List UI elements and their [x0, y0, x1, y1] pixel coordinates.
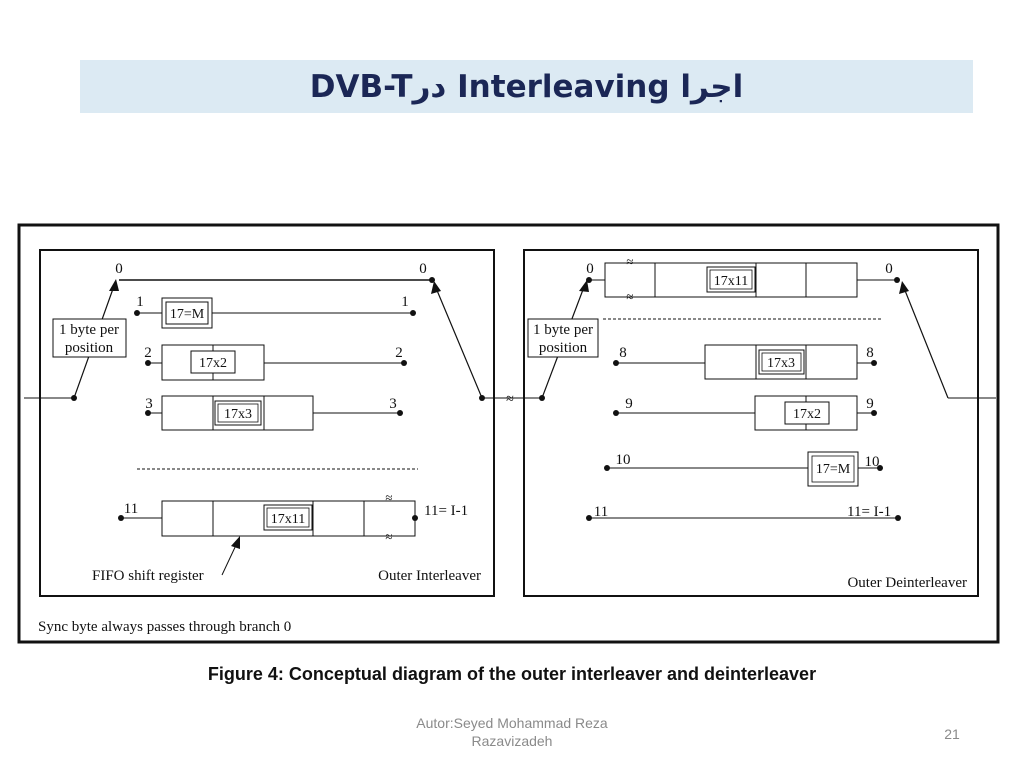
branch-label-left-9: 9: [625, 396, 633, 412]
branch-label-right-11: 11= I-1: [847, 504, 891, 520]
fifo-block: [807, 451, 859, 487]
branch-label-left-11: 11: [594, 504, 608, 520]
branch-label-right-0: 0: [419, 261, 427, 277]
outer-interleaver-label: Outer Interleaver: [378, 568, 481, 584]
branch-label-left-0: 0: [115, 261, 123, 277]
branch-label-right-1: 1: [401, 294, 409, 310]
branch-label-right-9: 9: [866, 396, 874, 412]
break-mark: ≈: [385, 490, 392, 505]
author-line-1: Autor:Seyed Mohammad Reza: [416, 715, 608, 731]
branch-label-right-0: 0: [885, 261, 893, 277]
fifo-label-2m: 17x2: [793, 407, 821, 422]
branch-label-right-10: 10: [865, 454, 880, 470]
fifo-label-11m: 17x11: [271, 512, 305, 527]
slide-title: اجرا Interleaving درDVB-T: [309, 68, 744, 105]
branch-label-left-3: 3: [145, 396, 153, 412]
branch-label-left-8: 8: [619, 345, 627, 361]
deinterleaver-panel: 1 byte per position 0 0 17x11 ≈ ≈ 8 8 17…: [523, 249, 996, 597]
fifo-label-3m: 17x3: [224, 407, 252, 422]
branch-label-left-10: 10: [616, 452, 631, 468]
fifo-block: [161, 297, 213, 329]
author-line-2: Razavizadeh: [471, 733, 553, 749]
branch-label-right-11: 11= I-1: [424, 503, 468, 519]
outer-deinterleaver-label: Outer Deinterleaver: [847, 575, 967, 591]
input-label-line1: 1 byte per: [533, 322, 593, 338]
branch-label-right-8: 8: [866, 345, 874, 361]
author-credit: Autor:Seyed Mohammad Reza Razavizadeh: [380, 714, 644, 750]
break-mark: ≈: [506, 392, 514, 407]
sync-byte-note: Sync byte always passes through branch 0: [38, 619, 291, 635]
output-commutator-arm: [903, 287, 949, 399]
deinterleaver-box: [523, 249, 979, 597]
branch-label-left-11: 11: [124, 501, 138, 517]
fifo-label-2m: 17x2: [199, 356, 227, 371]
fifo-label-m: 17=M: [816, 462, 851, 477]
interleaver-panel: 1 byte per position 0 0 1 1 17=M 2 2 17x…: [24, 249, 495, 597]
break-mark: ≈: [626, 254, 633, 269]
fifo-label-3m: 17x3: [767, 356, 795, 371]
figure-caption: Figure 4: Conceptual diagram of the oute…: [207, 664, 817, 684]
input-label-line2: position: [65, 340, 114, 356]
break-mark: ≈: [626, 289, 633, 304]
break-mark: ≈: [385, 529, 392, 544]
branch-label-right-2: 2: [395, 345, 403, 361]
branch-label-left-0: 0: [586, 261, 594, 277]
output-commutator-arm: [435, 287, 483, 399]
commutator-arrow: [109, 279, 119, 291]
interleaver-box: [39, 249, 495, 597]
fifo-label-11m: 17x11: [714, 274, 748, 289]
input-label-box: [527, 318, 599, 358]
branch-label-left-1: 1: [136, 294, 144, 310]
input-label-line1: 1 byte per: [59, 322, 119, 338]
input-label-line2: position: [539, 340, 588, 356]
branch-label-right-3: 3: [389, 396, 397, 412]
page-number: 21: [944, 726, 960, 742]
fifo-shift-register-label: FIFO shift register: [92, 568, 204, 584]
branch-label-left-2: 2: [144, 345, 152, 361]
fifo-label-m: 17=M: [170, 307, 205, 322]
title-bar: اجرا Interleaving درDVB-T: [80, 60, 973, 113]
input-label-box: [52, 318, 127, 358]
